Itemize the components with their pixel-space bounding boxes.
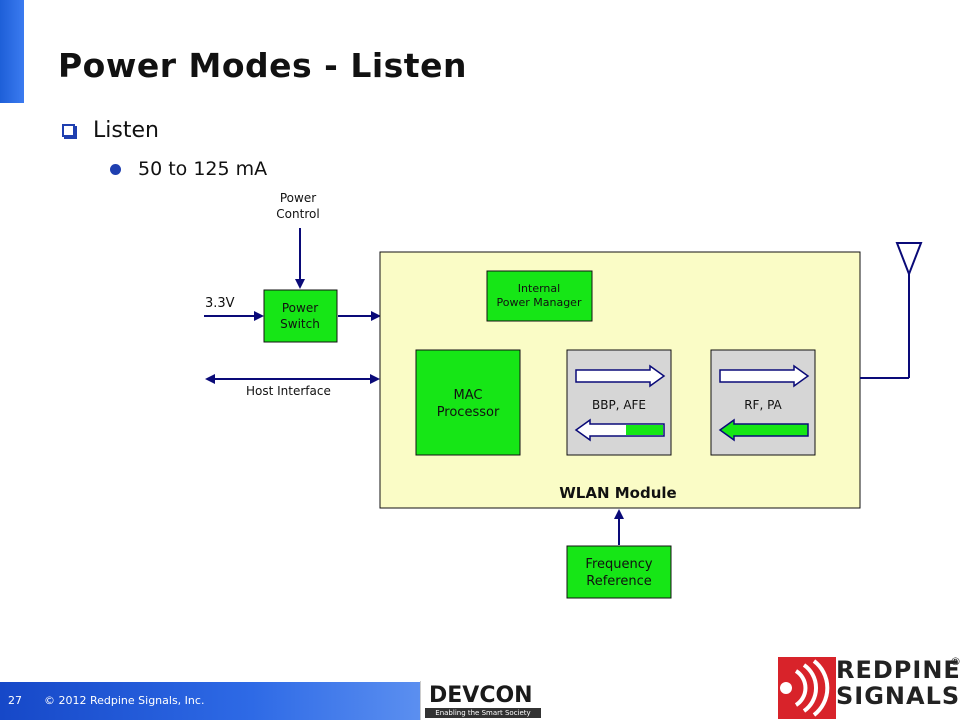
internal-power-manager-block xyxy=(486,270,593,322)
power-control-label-line2: Control xyxy=(276,207,319,221)
bbp-tx-arrow xyxy=(575,364,666,388)
slide-title: Power Modes - Listen xyxy=(58,46,467,85)
bullet-level1: Listen xyxy=(62,118,159,143)
bullet-level2-text: 50 to 125 mA xyxy=(138,158,268,180)
bullet-level2: 50 to 125 mA xyxy=(110,158,267,180)
rf-rx-arrow xyxy=(718,418,809,442)
freq-ref-label-line1: Frequency xyxy=(585,557,652,572)
wlan-block-diagram: Power Control 3.3V Power Switch Host Int… xyxy=(204,191,923,599)
redpine-line1: REDPINE xyxy=(836,656,960,684)
registered-mark: ® xyxy=(950,655,960,668)
power-switch-label-line1: Power xyxy=(282,301,318,315)
copyright-text: © 2012 Redpine Signals, Inc. xyxy=(44,694,205,707)
rf-tx-arrow xyxy=(719,364,810,388)
mac-label-line2: Processor xyxy=(437,405,500,420)
redpine-line2: SIGNALS xyxy=(836,682,960,710)
host-interface-label: Host Interface xyxy=(246,384,331,398)
checkbox-bullet-icon xyxy=(62,124,75,137)
input-voltage-label: 3.3V xyxy=(205,296,235,311)
devcon-logo: DEVCON Enabling the Smart Society xyxy=(420,681,545,720)
power-switch-block xyxy=(263,289,338,343)
freq-ref-label-line2: Reference xyxy=(586,574,651,589)
internal-pm-label-line1: Internal xyxy=(518,282,560,295)
frequency-reference-block xyxy=(566,545,672,599)
wlan-module-label: WLAN Module xyxy=(559,484,676,502)
bullet-level1-text: Listen xyxy=(93,118,159,143)
mac-label-line1: MAC xyxy=(454,388,483,403)
redpine-emblem-icon xyxy=(778,657,836,719)
devcon-logo-text: DEVCON xyxy=(429,683,533,708)
internal-pm-label-line2: Power Manager xyxy=(497,296,582,309)
redpine-wordmark: REDPINE SIGNALS xyxy=(836,657,960,709)
mac-processor-block xyxy=(415,349,521,456)
bbp-rx-active-fill xyxy=(626,425,663,435)
power-switch-label-line2: Switch xyxy=(280,317,320,331)
bbp-label: BBP, AFE xyxy=(592,398,646,412)
page-number: 27 xyxy=(8,694,22,707)
footer: 27 © 2012 Redpine Signals, Inc. xyxy=(0,681,960,720)
devcon-tagline: Enabling the Smart Society xyxy=(425,708,541,718)
antenna-icon xyxy=(895,242,923,277)
redpine-logo: REDPINE SIGNALS ® xyxy=(778,655,960,720)
power-control-label-line1: Power xyxy=(280,191,316,205)
dot-bullet-icon xyxy=(110,163,121,175)
footer-band xyxy=(0,682,420,720)
rf-label: RF, PA xyxy=(744,398,782,412)
bbp-afe-block xyxy=(566,349,672,456)
rf-pa-block xyxy=(710,349,816,456)
accent-bar xyxy=(0,0,24,103)
